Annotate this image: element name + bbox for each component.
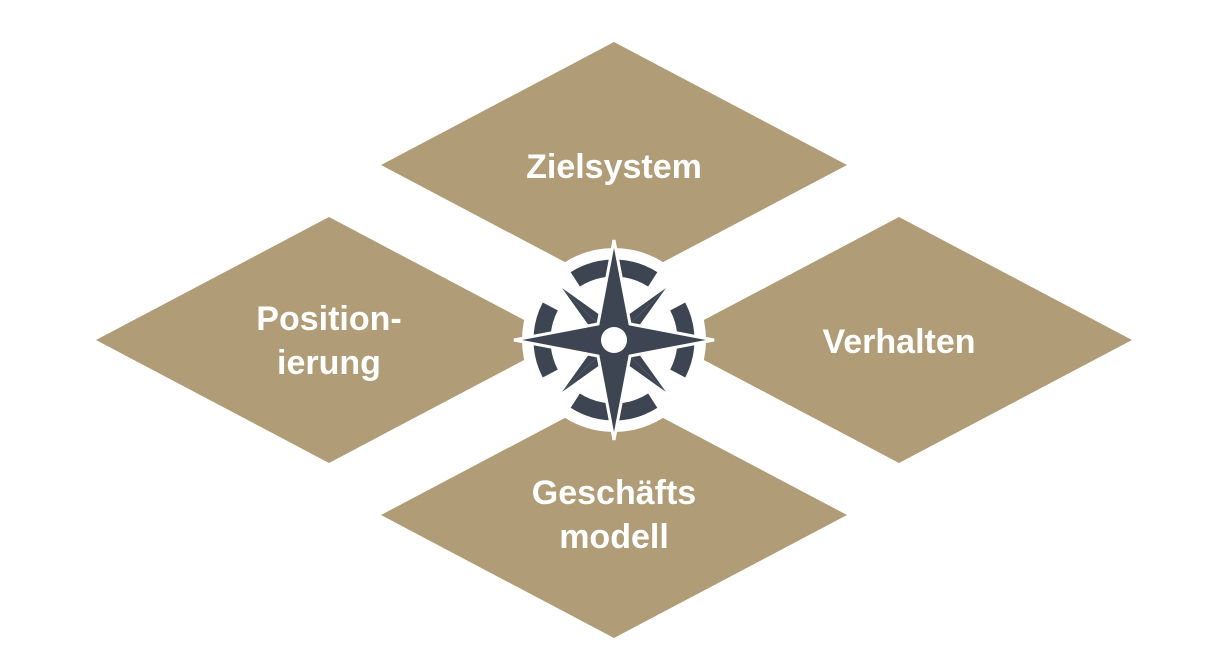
diamond-bottom-shape: [381, 392, 847, 638]
diamond-bottom-label-line1: Geschäfts: [532, 474, 696, 512]
diamond-right-label: Verhalten: [822, 323, 975, 361]
diamond-left-label-line1: Position-: [256, 300, 401, 338]
diamond-top-shape: [381, 42, 847, 288]
diamond-top: Zielsystem: [381, 42, 847, 288]
compass-center: [601, 327, 627, 353]
diamond-left-shape: [96, 217, 562, 463]
diamond-bottom: Geschäfts modell: [381, 392, 847, 638]
compass-rose-icon: [513, 239, 715, 441]
diamond-right-shape: [666, 217, 1132, 463]
diamond-left: Position- ierung: [96, 217, 562, 463]
diamond-right: Verhalten: [666, 217, 1132, 463]
diamond-left-label-line2: ierung: [277, 344, 381, 382]
diamond-top-label: Zielsystem: [526, 148, 702, 186]
diamond-bottom-label-line2: modell: [559, 518, 669, 556]
